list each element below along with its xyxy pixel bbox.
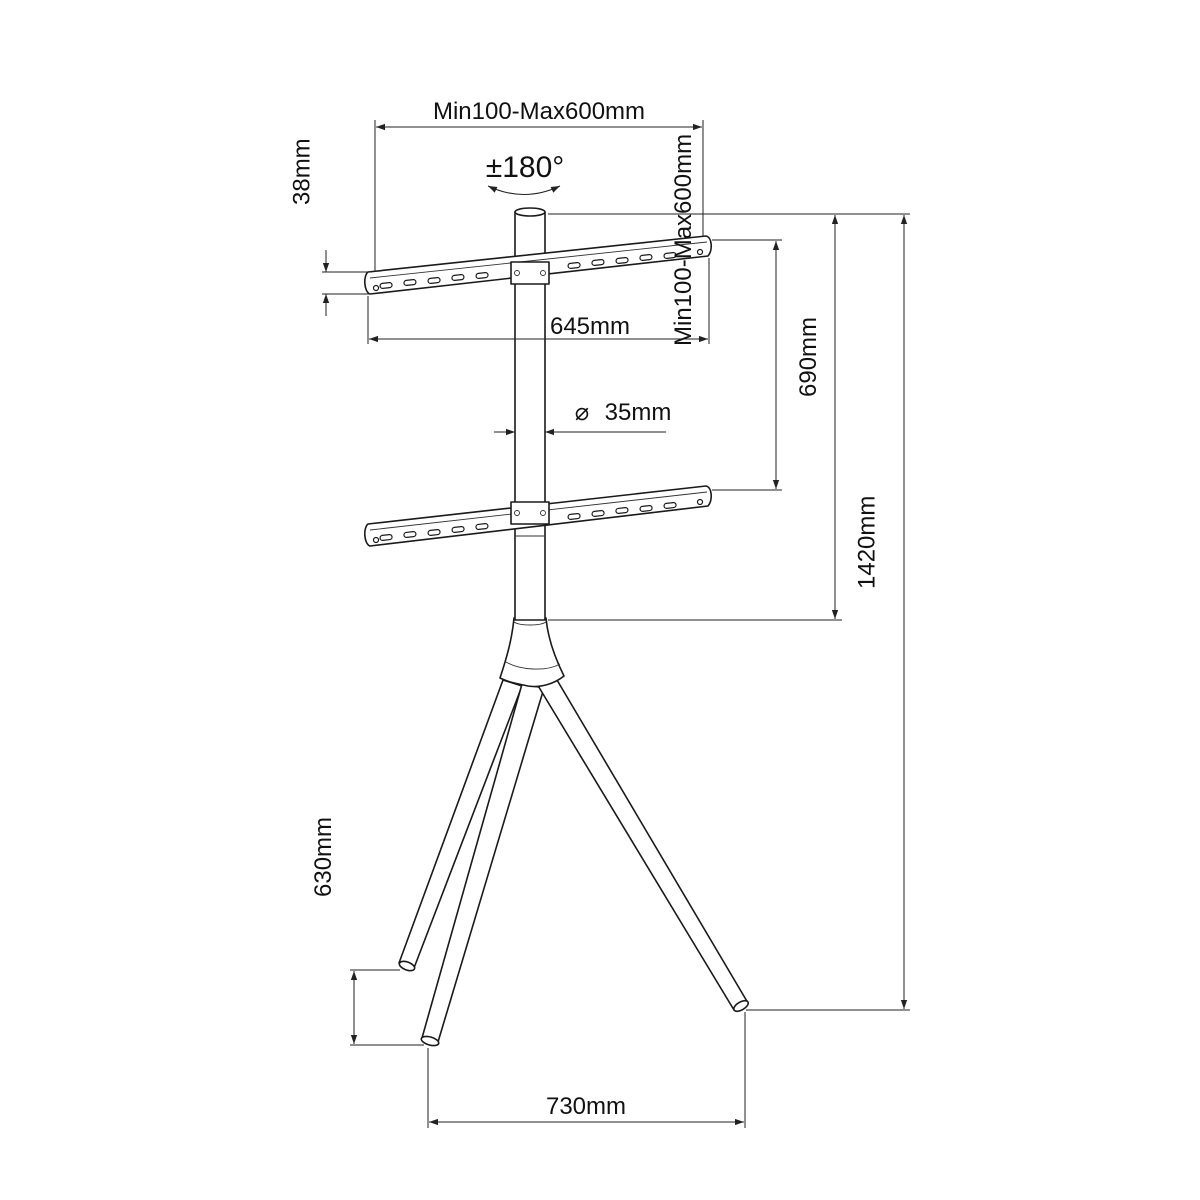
- dim-pole-diameter: ⌀ 35mm: [494, 399, 672, 436]
- label-pole-diameter: 35mm: [605, 399, 672, 426]
- dim-adjust-range: 690mm: [548, 213, 842, 621]
- label-vesa-height: Min100-Max600mm: [670, 134, 697, 346]
- rotation-indicator: ±180°: [486, 151, 565, 195]
- dim-leg-offset: 630mm: [310, 817, 424, 1046]
- lower-bracket-slots: [372, 498, 704, 544]
- upper-bracket-slots: [372, 248, 704, 292]
- dim-base-width: 730mm: [427, 1012, 746, 1128]
- dim-total-height: 1420mm: [746, 213, 910, 1011]
- tripod-legs: [398, 679, 750, 1047]
- label-leg-offset: 630mm: [310, 817, 337, 897]
- label-total-height: 1420mm: [853, 496, 880, 589]
- label-vesa-width: Min100-Max600mm: [433, 98, 645, 125]
- leg-right: [536, 679, 749, 1011]
- label-base-width: 730mm: [546, 1093, 626, 1120]
- lower-bracket-clamp: [510, 501, 550, 525]
- dim-vesa-width: Min100-Max600mm: [374, 98, 704, 272]
- leg-hub: [499, 617, 565, 688]
- upper-bracket-clamp: [510, 261, 550, 285]
- hub-body: [499, 617, 565, 688]
- pole-top-cap: [514, 207, 546, 217]
- leg-right-foot: [732, 999, 750, 1013]
- label-adjust-range: 690mm: [795, 317, 822, 397]
- lower-vesa-bracket: [364, 485, 712, 547]
- label-bracket-height: 38mm: [289, 138, 316, 205]
- dim-vesa-height: Min100-Max600mm: [670, 134, 782, 491]
- dim-bracket-height: 38mm: [289, 138, 372, 316]
- diameter-symbol-icon: ⌀: [575, 399, 589, 426]
- rotation-arrow-icon: [487, 185, 561, 195]
- label-bracket-width: 645mm: [550, 313, 630, 340]
- upper-vesa-bracket: [364, 235, 712, 295]
- dim-bracket-width: 645mm: [367, 258, 710, 344]
- label-rotation: ±180°: [486, 151, 565, 184]
- leg-front-left-foot: [420, 1035, 440, 1047]
- leg-back-left-foot: [398, 960, 416, 972]
